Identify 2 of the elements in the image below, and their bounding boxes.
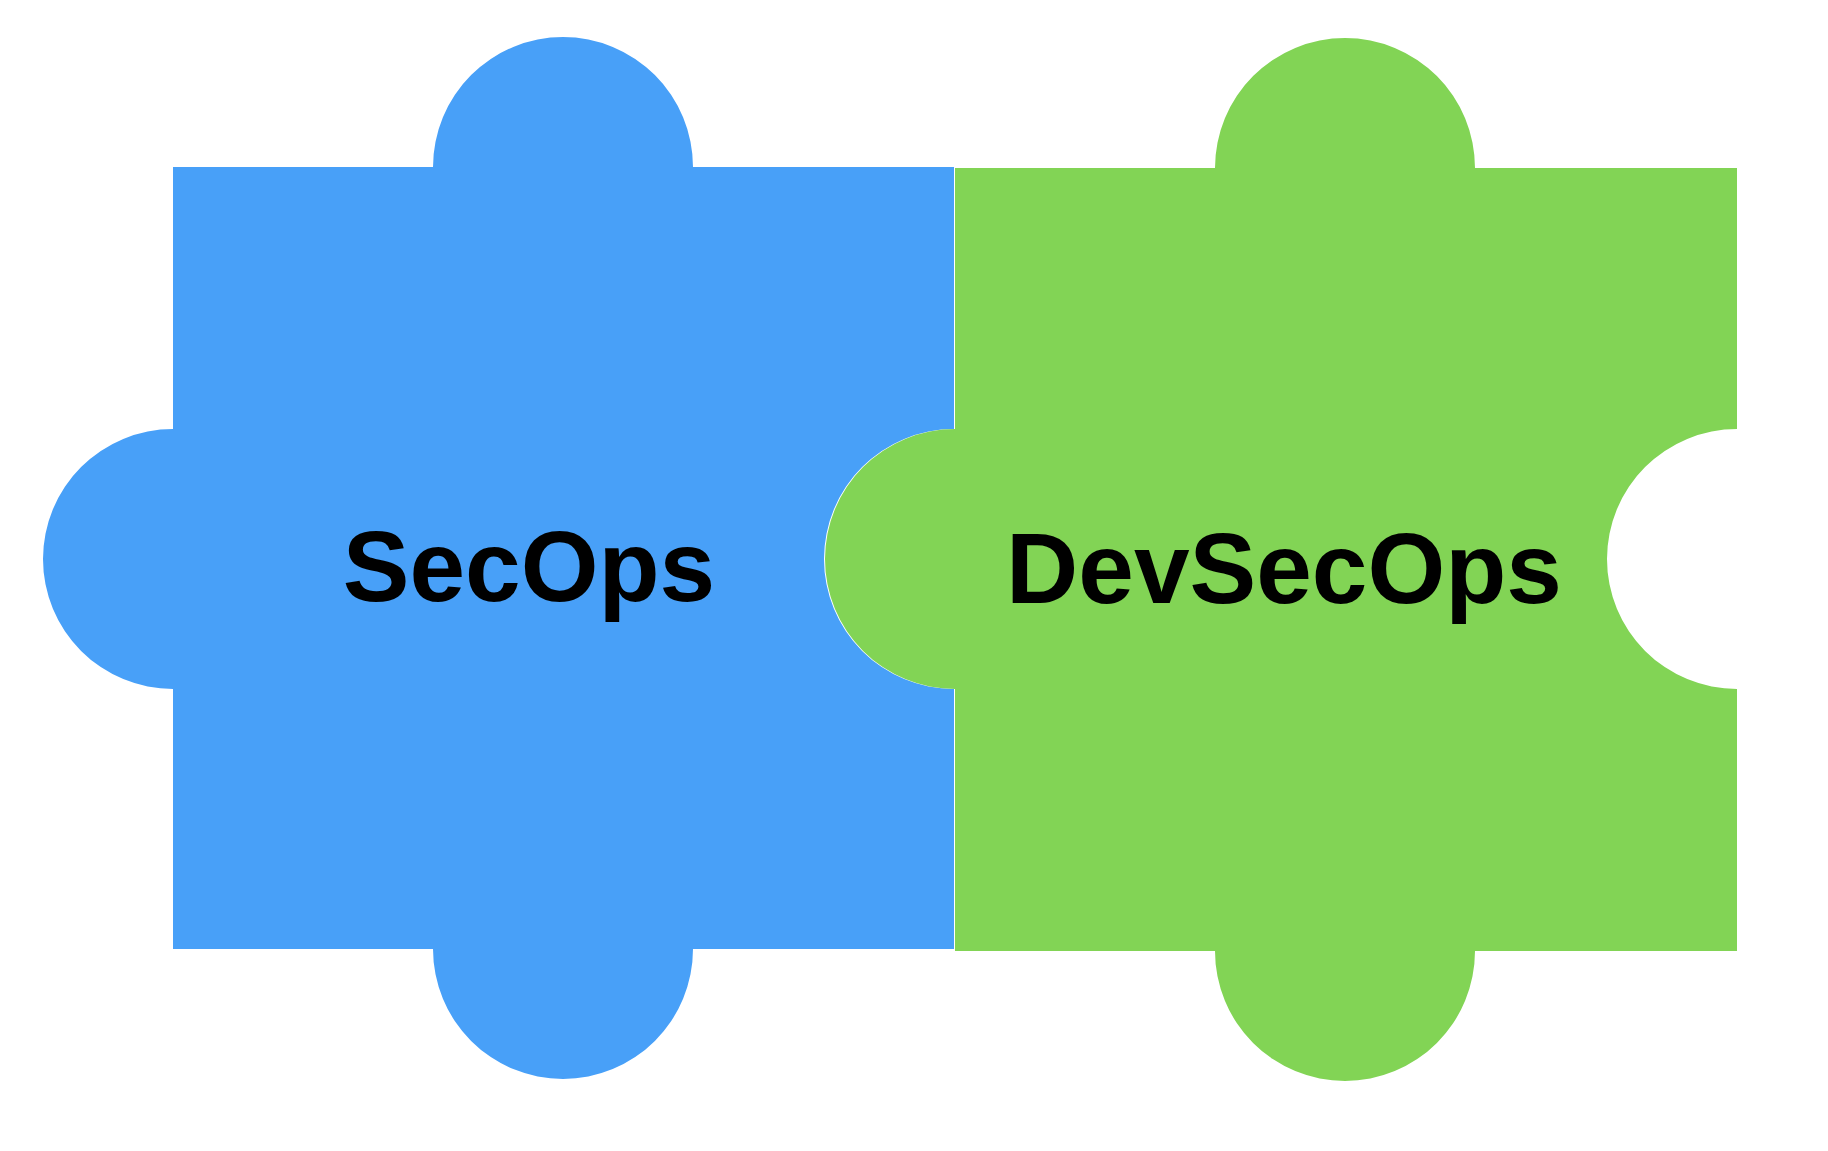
- piece-label: DevSecOps: [1005, 511, 1563, 626]
- piece-label: SecOps: [341, 509, 717, 624]
